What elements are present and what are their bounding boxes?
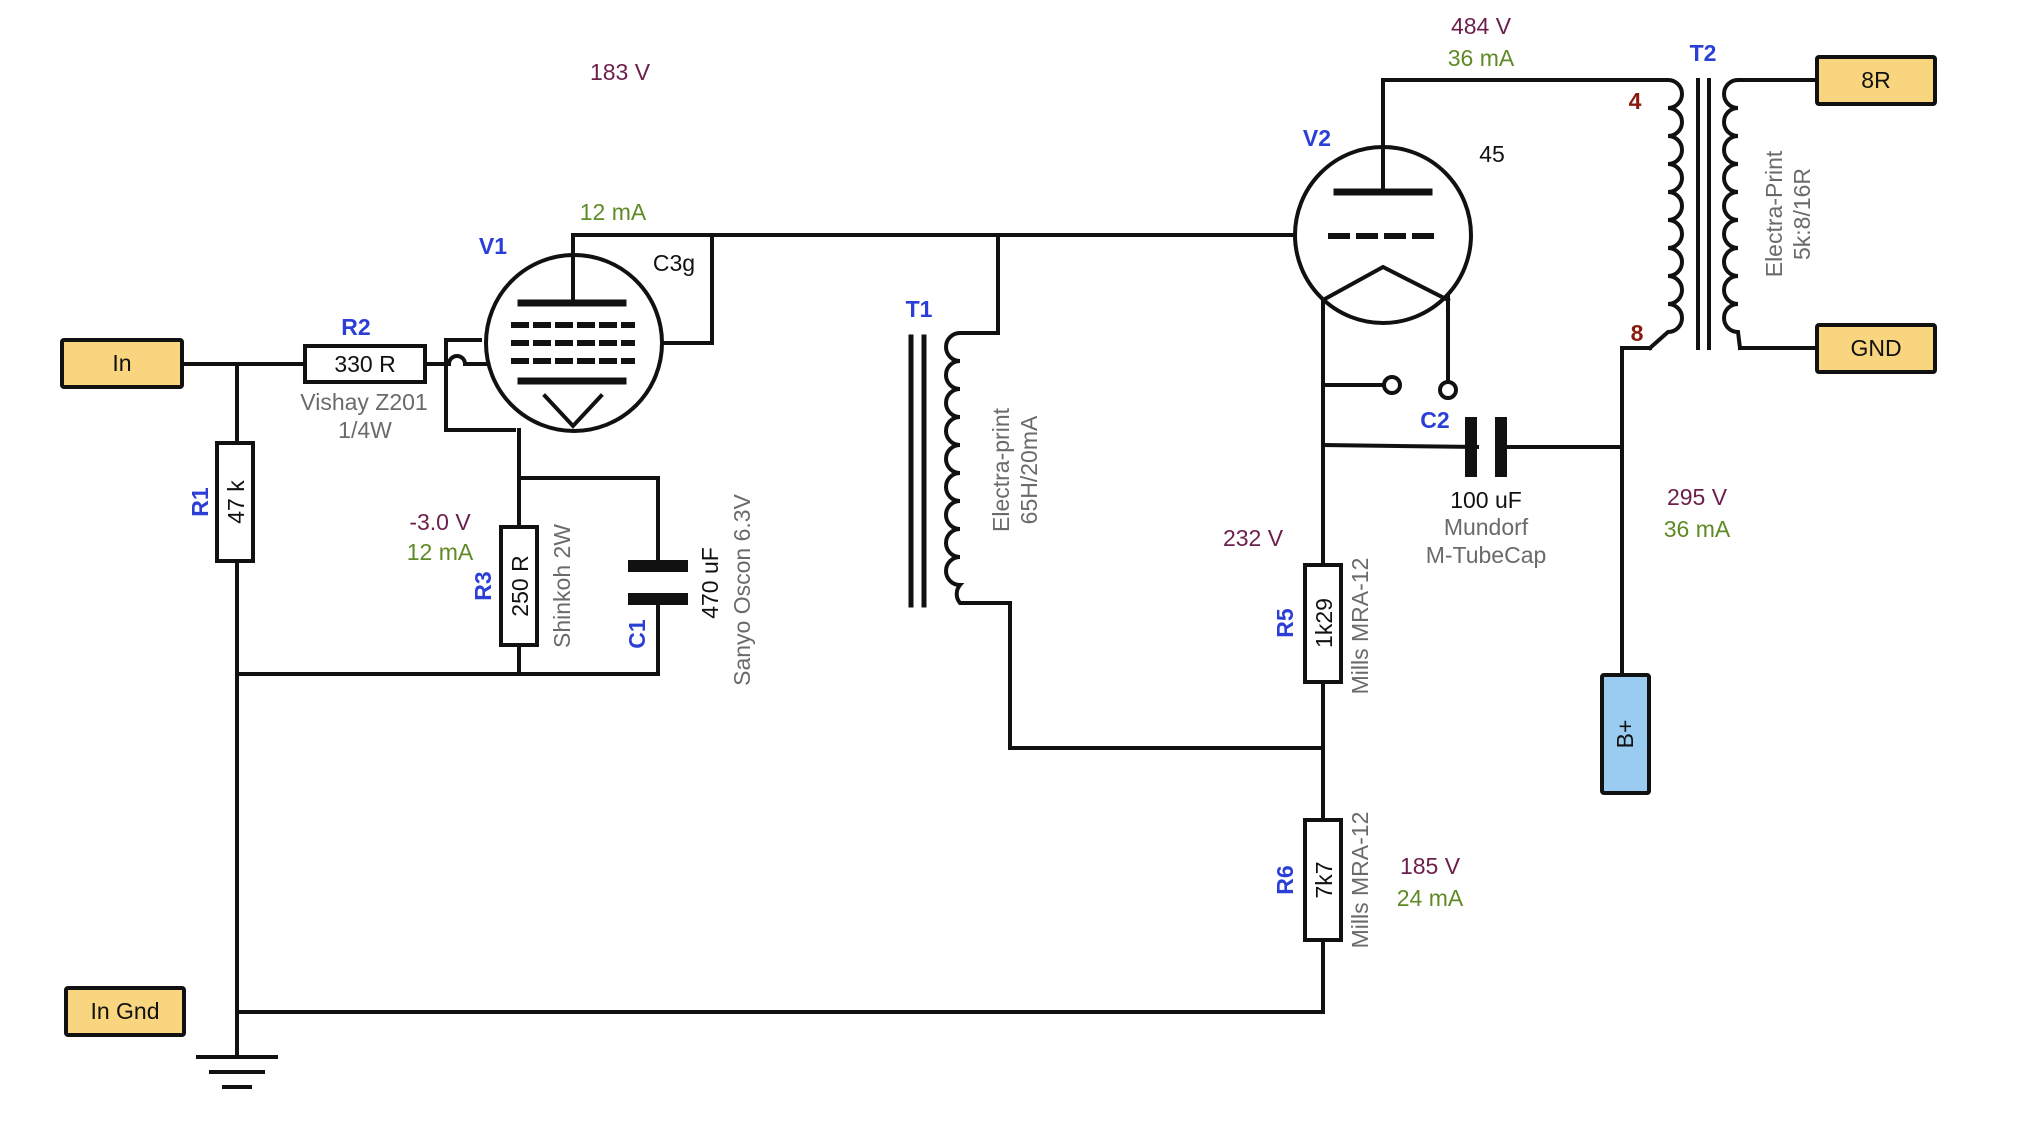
v1-cathode-current: 12 mA (407, 539, 474, 565)
t1-note-brand: Electra-print (988, 407, 1014, 532)
t1-note-spec: 65H/20mA (1016, 415, 1042, 524)
v2-filament-tap-right (1438, 380, 1458, 400)
b-plus-current: 36 mA (1664, 516, 1731, 542)
tube-v2: V2 45 (1293, 125, 1505, 400)
t2-ref: T2 (1690, 40, 1717, 66)
resistor-r3: 250 R R3 Shinkoh 2W (470, 524, 575, 648)
resistor-r6: 7k7 R6 Mills MRA-12 (1272, 812, 1373, 949)
v1-plate-wire (571, 233, 1002, 255)
r5-value: 1k29 (1311, 598, 1337, 648)
c2-ref: C2 (1420, 407, 1449, 433)
r6-value: 7k7 (1311, 861, 1337, 898)
t2-secondary-winding (1722, 78, 1743, 351)
b-plus-terminal[interactable]: B+ (1600, 673, 1651, 795)
b-plus-label: B+ (1612, 720, 1638, 749)
r3-note: Shinkoh 2W (549, 524, 575, 648)
v2-filament-tap-left (1382, 375, 1402, 395)
wiring (181, 78, 1819, 1059)
r6-ref: R6 (1272, 865, 1298, 894)
b-plus-voltage: 295 V (1667, 484, 1728, 510)
v2-plate-wire (1381, 78, 1660, 149)
t1-bottom-wire (1008, 601, 1325, 750)
r2-note-power: 1/4W (338, 417, 392, 443)
choke-t1: T1 Electra-print 65H/20mA (906, 296, 1042, 608)
v2-filament-voltage: 232 V (1223, 525, 1284, 551)
r3-value: 250 R (507, 555, 533, 616)
v1-plate-voltage: 183 V (590, 59, 651, 85)
resistor-r1: 47 k R1 (187, 441, 255, 563)
t2-primary-winding (1647, 78, 1684, 351)
v1-cathode-voltage: -3.0 V (409, 509, 471, 535)
r1-value: 47 k (223, 480, 249, 524)
wire-crossover-hop (446, 354, 468, 367)
t2-pin-4: 4 (1629, 88, 1642, 114)
r2-ref: R2 (341, 314, 370, 340)
v1-g2-plate-tie (660, 233, 714, 345)
input-terminal-label: In (112, 350, 131, 376)
b-plus-wire (1620, 346, 1652, 677)
r2-note-part: Vishay Z201 (300, 389, 427, 415)
v1-ref: V1 (479, 233, 507, 259)
t2-pin-8: 8 (1631, 320, 1644, 346)
r5-ref: R5 (1272, 608, 1298, 638)
capacitor-c2: C2 100 uF Mundorf M-TubeCap (1420, 407, 1546, 568)
resistor-r5: 1k29 R5 Mills MRA-12 (1272, 558, 1373, 695)
r2-value: 330 R (334, 351, 395, 377)
r6-voltage: 185 V (1400, 853, 1461, 879)
capacitor-c1: C1 470 uF Sanyo Oscon 6.3V (624, 493, 755, 685)
tube-v1: V1 C3g (479, 233, 695, 433)
ground-symbol (196, 1055, 278, 1089)
c1-value: 470 uF (697, 547, 723, 619)
measurements: 183 V 12 mA -3.0 V 12 mA 484 V 36 mA 232… (407, 13, 1731, 911)
v2-plate-current: 36 mA (1448, 45, 1515, 71)
input-terminal[interactable]: In (60, 338, 184, 389)
output-8r-label: 8R (1861, 67, 1890, 93)
input-ground-label: In Gnd (90, 998, 159, 1024)
output-gnd-terminal[interactable]: GND (1815, 323, 1937, 374)
resistor-r2: 330 R R2 Vishay Z201 1/4W (300, 314, 427, 443)
r3-ref: R3 (470, 571, 496, 600)
v1-filament-wire (444, 338, 516, 432)
v2-plate-voltage: 484 V (1451, 13, 1512, 39)
v2-filament (1320, 264, 1451, 303)
v2-ref: V2 (1303, 125, 1331, 151)
r1-ref: R1 (187, 487, 213, 517)
c2-value: 100 uF (1450, 487, 1522, 513)
r6-current: 24 mA (1397, 885, 1464, 911)
v1-filament (542, 393, 604, 429)
r5-note: Mills MRA-12 (1347, 558, 1373, 695)
r6-note: Mills MRA-12 (1347, 812, 1373, 949)
c1-ref: C1 (624, 619, 650, 649)
input-ground-terminal[interactable]: In Gnd (64, 986, 186, 1037)
transformer-t2: T2 4 8 Electra-Print 5k:8/16R (1629, 40, 1815, 351)
t1-winding (944, 331, 1012, 605)
c1-note: Sanyo Oscon 6.3V (729, 493, 755, 685)
c2-left-wire (1320, 442, 1480, 450)
t2-note-spec: 5k:8/16R (1789, 168, 1815, 260)
c2-note-brand: Mundorf (1444, 514, 1529, 540)
t2-note-brand: Electra-Print (1761, 150, 1787, 277)
v2-type: 45 (1479, 141, 1505, 167)
ground-return-wire (235, 938, 1325, 1014)
output-8r-terminal[interactable]: 8R (1815, 55, 1937, 106)
output-gnd-label: GND (1850, 335, 1901, 361)
v1-plate-current: 12 mA (580, 199, 647, 225)
v1-type: C3g (653, 250, 695, 276)
v1-cathode-wire (517, 428, 660, 480)
t1-ref: T1 (906, 296, 933, 322)
c2-note-model: M-TubeCap (1426, 542, 1547, 568)
